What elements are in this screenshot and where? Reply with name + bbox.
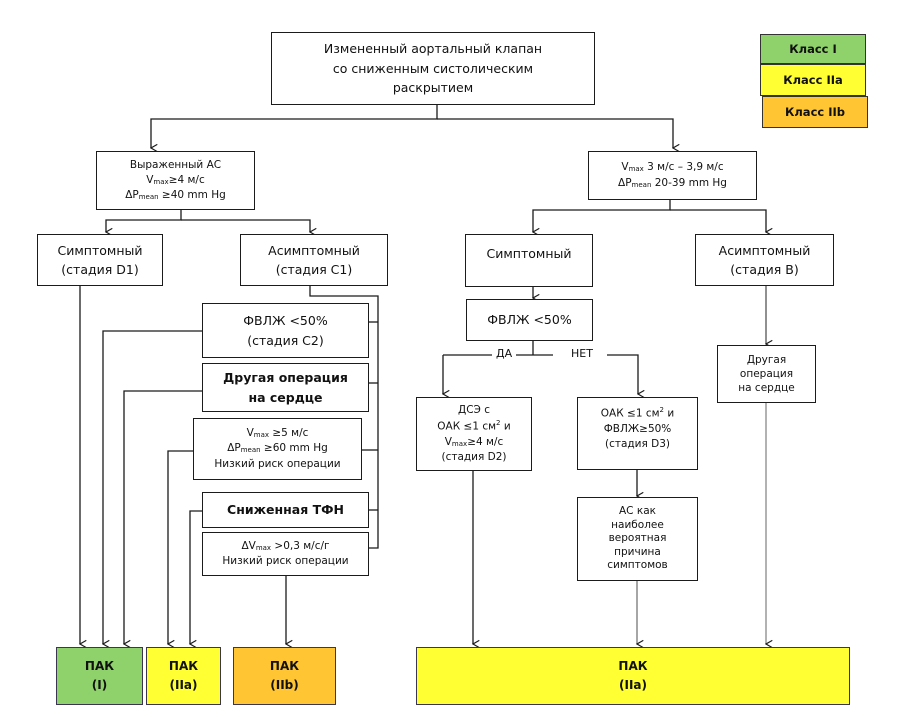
no-label: НЕТ (567, 347, 597, 360)
ava: ОАК ≤1 см2 и (600, 406, 675, 420)
stage: (стадия D2) (441, 450, 507, 463)
vmax: Vmax ≥5 м/с (246, 427, 309, 440)
criterion-dvmax: ΔVmax >0,3 м/с/г Низкий риск операции (202, 532, 369, 576)
label: ДСЭ с (458, 403, 490, 416)
pmean: ΔPmean ≥60 mm Hg (227, 442, 328, 455)
ava: ОАК ≤1 см2 и (437, 419, 511, 433)
label: ФВЛЖ <50% (487, 312, 572, 328)
severe-pmean: ΔPmean ≥40 mm Hg (125, 189, 226, 202)
legend-class-I: Класс I (760, 34, 866, 64)
left-asymptomatic-box: Асимптомный (стадия C1) (240, 234, 388, 286)
line: причина (614, 545, 661, 558)
right-lvef-box: ФВЛЖ <50% (466, 299, 593, 341)
severe-vmax: Vmax≥4 м/с (146, 173, 205, 186)
right-other-surgery-box: Другая операция на сердце (717, 345, 816, 403)
stage-d3-box: ОАК ≤1 см2 и ФВЛЖ≥50% (стадия D3) (577, 397, 698, 470)
criterion-reduced-exercise-tolerance: Сниженная ТФН (202, 492, 369, 528)
line: на сердце (738, 382, 795, 395)
c1-bus (309, 286, 379, 549)
line: операция (739, 367, 794, 380)
label: ПАК (84, 659, 115, 674)
vmax: Vmax≥4 м/с (444, 435, 504, 448)
label: Асимптомный (718, 242, 811, 258)
label: Асимптомный (268, 242, 360, 258)
severe-connector-right (181, 219, 310, 232)
class: (I) (91, 678, 108, 692)
root-connector (151, 105, 438, 148)
severe-title: Выраженный АС (129, 158, 222, 171)
other-op-arrow (124, 390, 202, 644)
label: Симптомный (57, 242, 143, 258)
line: наиболее (611, 518, 664, 531)
yes-label: ДА (492, 347, 517, 360)
moderate-connector (533, 200, 671, 232)
outcome-avr-class-IIa-left: ПАК (IIa) (146, 647, 221, 705)
tfn-arrow (190, 510, 202, 644)
class: (IIb) (270, 678, 299, 692)
root-connector-right (437, 118, 673, 148)
legend-class-IIa: Класс IIa (760, 64, 866, 96)
label: ПАК (618, 659, 648, 674)
moderate-vmax: Vmax 3 м/с – 3,9 м/с (621, 161, 724, 174)
legend-class-IIb: Класс IIb (762, 96, 868, 128)
line: АС как (619, 504, 656, 517)
stage: (стадия D1) (61, 262, 139, 277)
criterion-vmax5: Vmax ≥5 м/с ΔPmean ≥60 mm Hg Низкий риск… (193, 418, 362, 480)
criterion-other-surgery: Другая операция на сердце (202, 363, 369, 412)
class: (IIa) (169, 678, 198, 692)
label: Симптомный (486, 246, 572, 261)
stage: (стадия C2) (247, 332, 324, 348)
root-line: раскрытием (392, 80, 474, 96)
moderate-pmean: ΔPmean 20-39 mm Hg (618, 176, 727, 189)
line: симптомов (607, 559, 668, 572)
c2-arrow (103, 330, 202, 644)
outcome-avr-class-I: ПАК (I) (56, 647, 143, 705)
severe-as-box: Выраженный АС Vmax≥4 м/с ΔPmean ≥40 mm H… (96, 151, 255, 210)
severe-connector (106, 210, 182, 232)
root-box: Измененный аортальный клапан со сниженны… (271, 32, 595, 105)
stage: (стадия D3) (604, 437, 671, 450)
left-symptomatic-box: Симптомный (стадия D1) (37, 234, 163, 286)
vmax5-arrow (168, 450, 193, 644)
dvmax: ΔVmax >0,3 м/с/г (241, 539, 330, 552)
root-line: Измененный аортальный клапан (323, 41, 543, 57)
stage-d2-box: ДСЭ с ОАК ≤1 см2 и Vmax≥4 м/с (стадия D2… (416, 397, 532, 471)
risk: Низкий риск операции (222, 555, 349, 567)
outcome-avr-class-IIb: ПАК (IIb) (233, 647, 336, 705)
criterion-lvef-c2: ФВЛЖ <50% (стадия C2) (202, 303, 369, 358)
right-symptomatic-box: Симптомный (465, 234, 593, 287)
right-asymptomatic-box: Асимптомный (стадия B) (695, 234, 834, 286)
label: ПАК (168, 659, 199, 674)
label: Сниженная ТФН (227, 502, 344, 518)
root-line: со сниженным систолическим (332, 60, 534, 76)
risk: Низкий риск операции (214, 457, 341, 470)
class: (IIa) (619, 678, 647, 692)
label: ПАК (269, 659, 300, 674)
line: Другая (746, 353, 787, 366)
label: Другая операция (223, 370, 348, 386)
outcome-avr-class-IIa-right: ПАК (IIa) (416, 647, 850, 705)
as-likely-cause-box: АС как наиболее вероятная причина симпто… (577, 497, 698, 581)
label: ФВЛЖ <50% (243, 313, 328, 329)
line: вероятная (608, 532, 667, 545)
label: на сердце (248, 389, 323, 405)
stage: (стадия B) (730, 262, 799, 277)
stage: (стадия C1) (275, 262, 353, 277)
moderate-as-box: Vmax 3 м/с – 3,9 м/с ΔPmean 20-39 mm Hg (588, 151, 757, 200)
lvef: ФВЛЖ≥50% (603, 422, 672, 435)
